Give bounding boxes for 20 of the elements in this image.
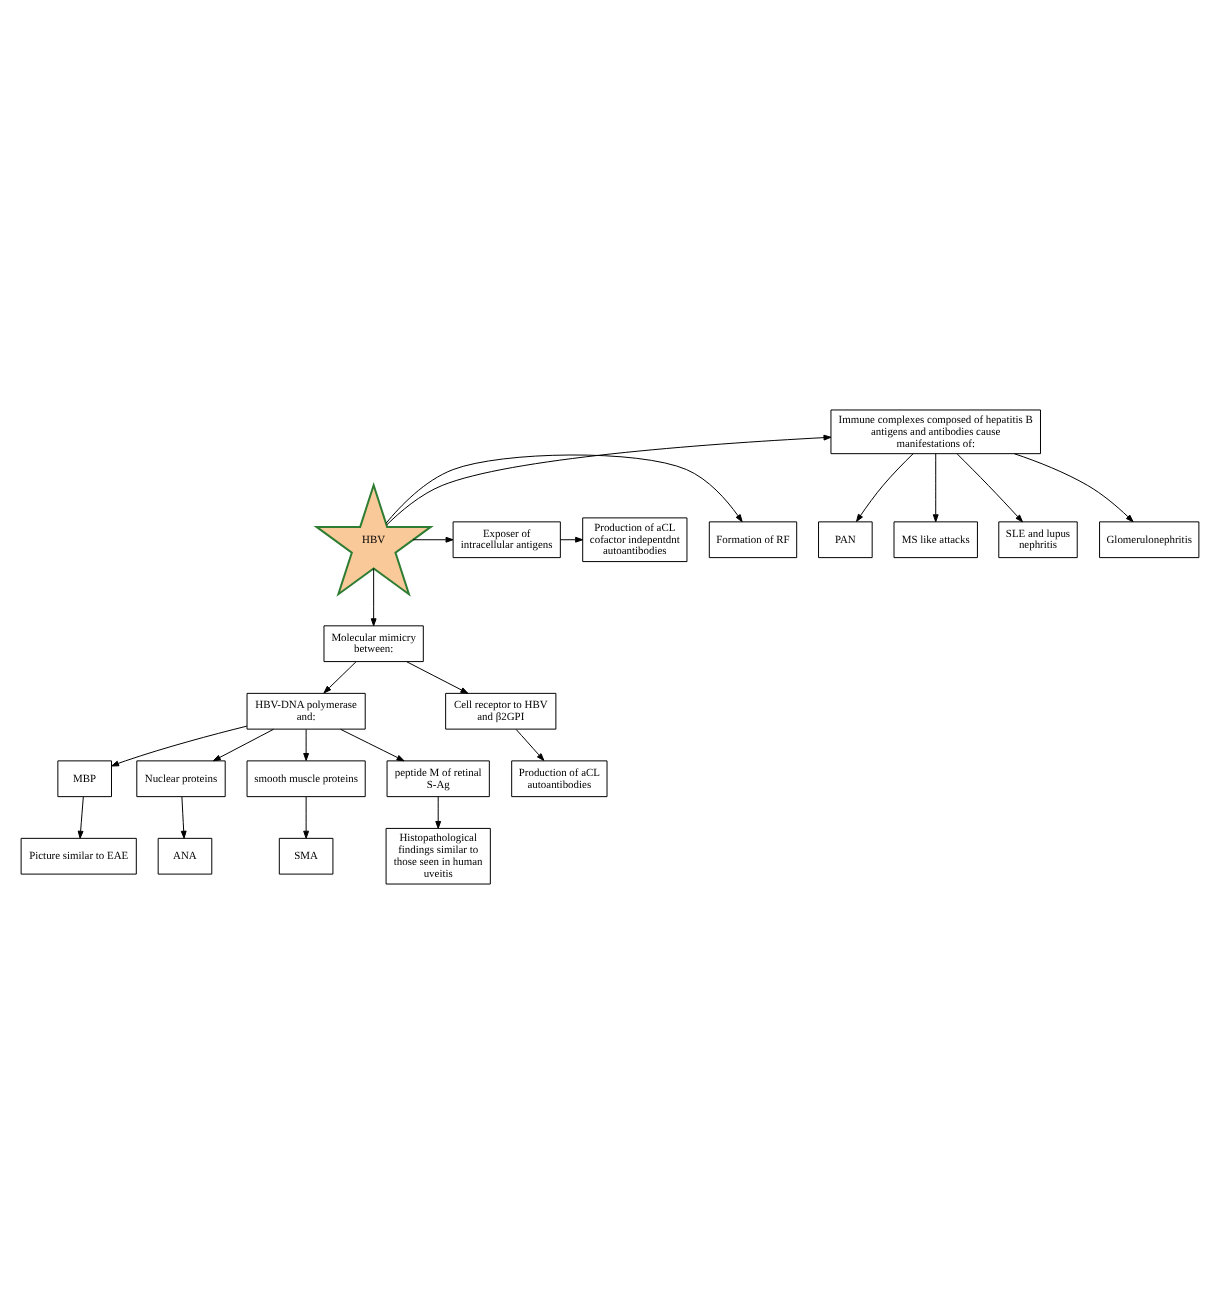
arrow: [212, 727, 275, 761]
arrow: [1013, 452, 1134, 522]
arrow: [77, 795, 84, 838]
arrow: [856, 452, 914, 521]
arrow: [560, 535, 584, 542]
arrow: [323, 660, 357, 693]
arrow: [180, 795, 187, 838]
arrow: [386, 433, 832, 525]
arrow: [412, 535, 454, 542]
arrow: [370, 567, 377, 626]
arrow: [406, 660, 469, 693]
arrow: [303, 795, 310, 838]
arrow: [956, 452, 1023, 522]
arrow: [515, 727, 545, 760]
arrow: [435, 795, 442, 828]
arrow: [932, 452, 939, 522]
arrow: [385, 453, 743, 523]
arrow: [111, 724, 248, 766]
arrow: [340, 727, 405, 761]
arrow: [303, 727, 310, 760]
